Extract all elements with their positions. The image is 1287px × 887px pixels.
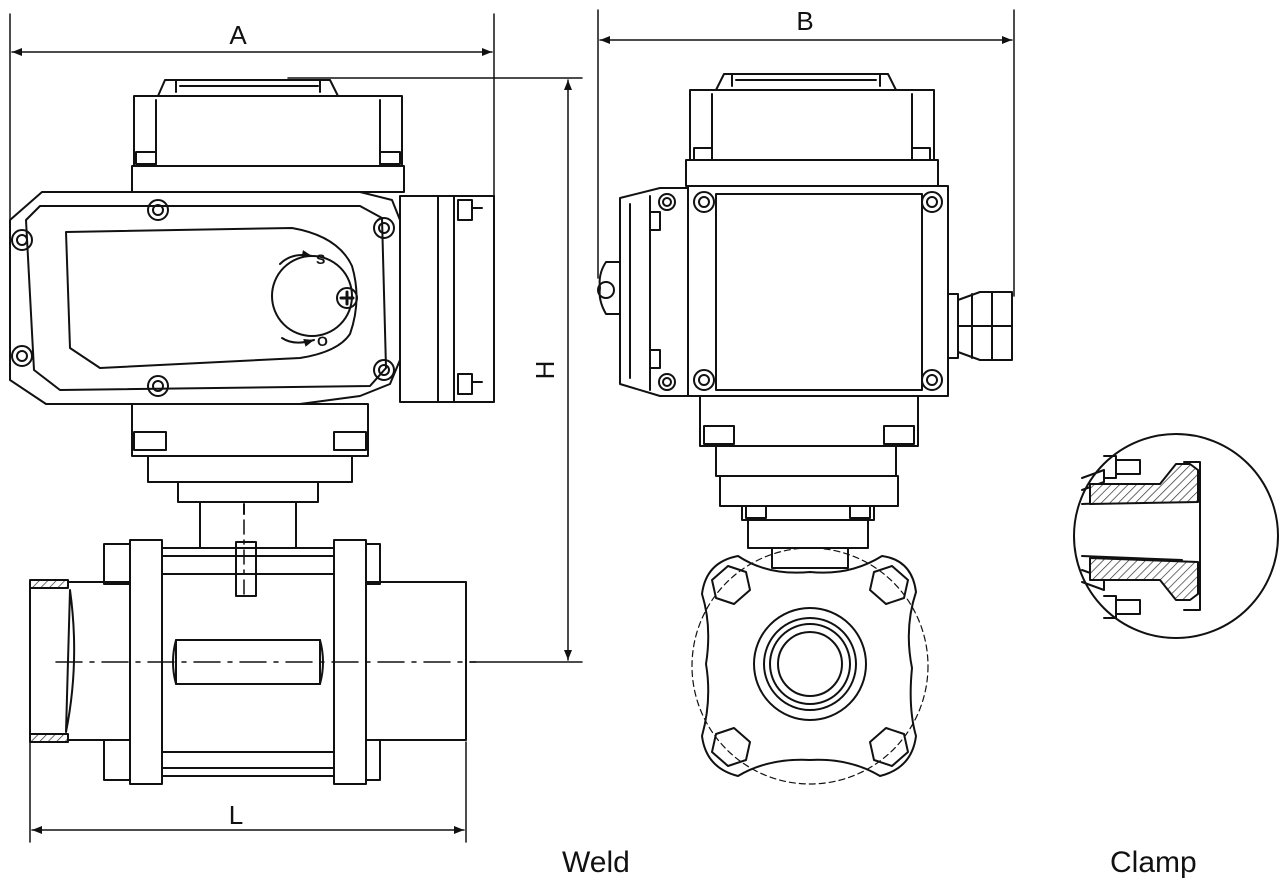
- clamp-ferrule-top: [1089, 463, 1199, 505]
- clamp-detail-circle: [1073, 433, 1279, 639]
- clamp-ferrule-bottom: [1089, 557, 1199, 601]
- weld-hatch-bottom: [29, 733, 69, 743]
- front-housing-bolts: [11, 199, 395, 397]
- clamp-caption: Clamp: [1110, 846, 1197, 879]
- side-valve-flange: [701, 555, 917, 777]
- open-arrow-icon: [281, 337, 315, 347]
- dimension-b: [597, 9, 1015, 297]
- dimension-a-label: A: [229, 20, 247, 50]
- front-actuator-housing: [9, 191, 495, 405]
- clamp-detail: [1073, 433, 1279, 639]
- side-flange-outline-circle: [691, 547, 929, 785]
- side-view: [597, 73, 1013, 785]
- shut-position-label: S: [316, 251, 325, 267]
- weld-caption: Weld: [562, 846, 630, 879]
- weld-hatch-top: [29, 579, 69, 589]
- front-actuator-top-cover: [131, 79, 405, 193]
- dimension-l-label: L: [229, 800, 243, 830]
- front-view: [9, 79, 495, 785]
- manual-override-screw-icon: [336, 287, 358, 309]
- front-mounting-bracket: [131, 403, 369, 549]
- shut-arrow-icon: [279, 250, 313, 265]
- dimension-h-label: H: [530, 361, 560, 380]
- dimension-b-label: B: [796, 6, 813, 36]
- open-position-label: O: [317, 333, 328, 349]
- dimension-lines: [9, 13, 583, 843]
- side-pipe-bore: [753, 607, 867, 721]
- side-actuator-box: [687, 185, 949, 397]
